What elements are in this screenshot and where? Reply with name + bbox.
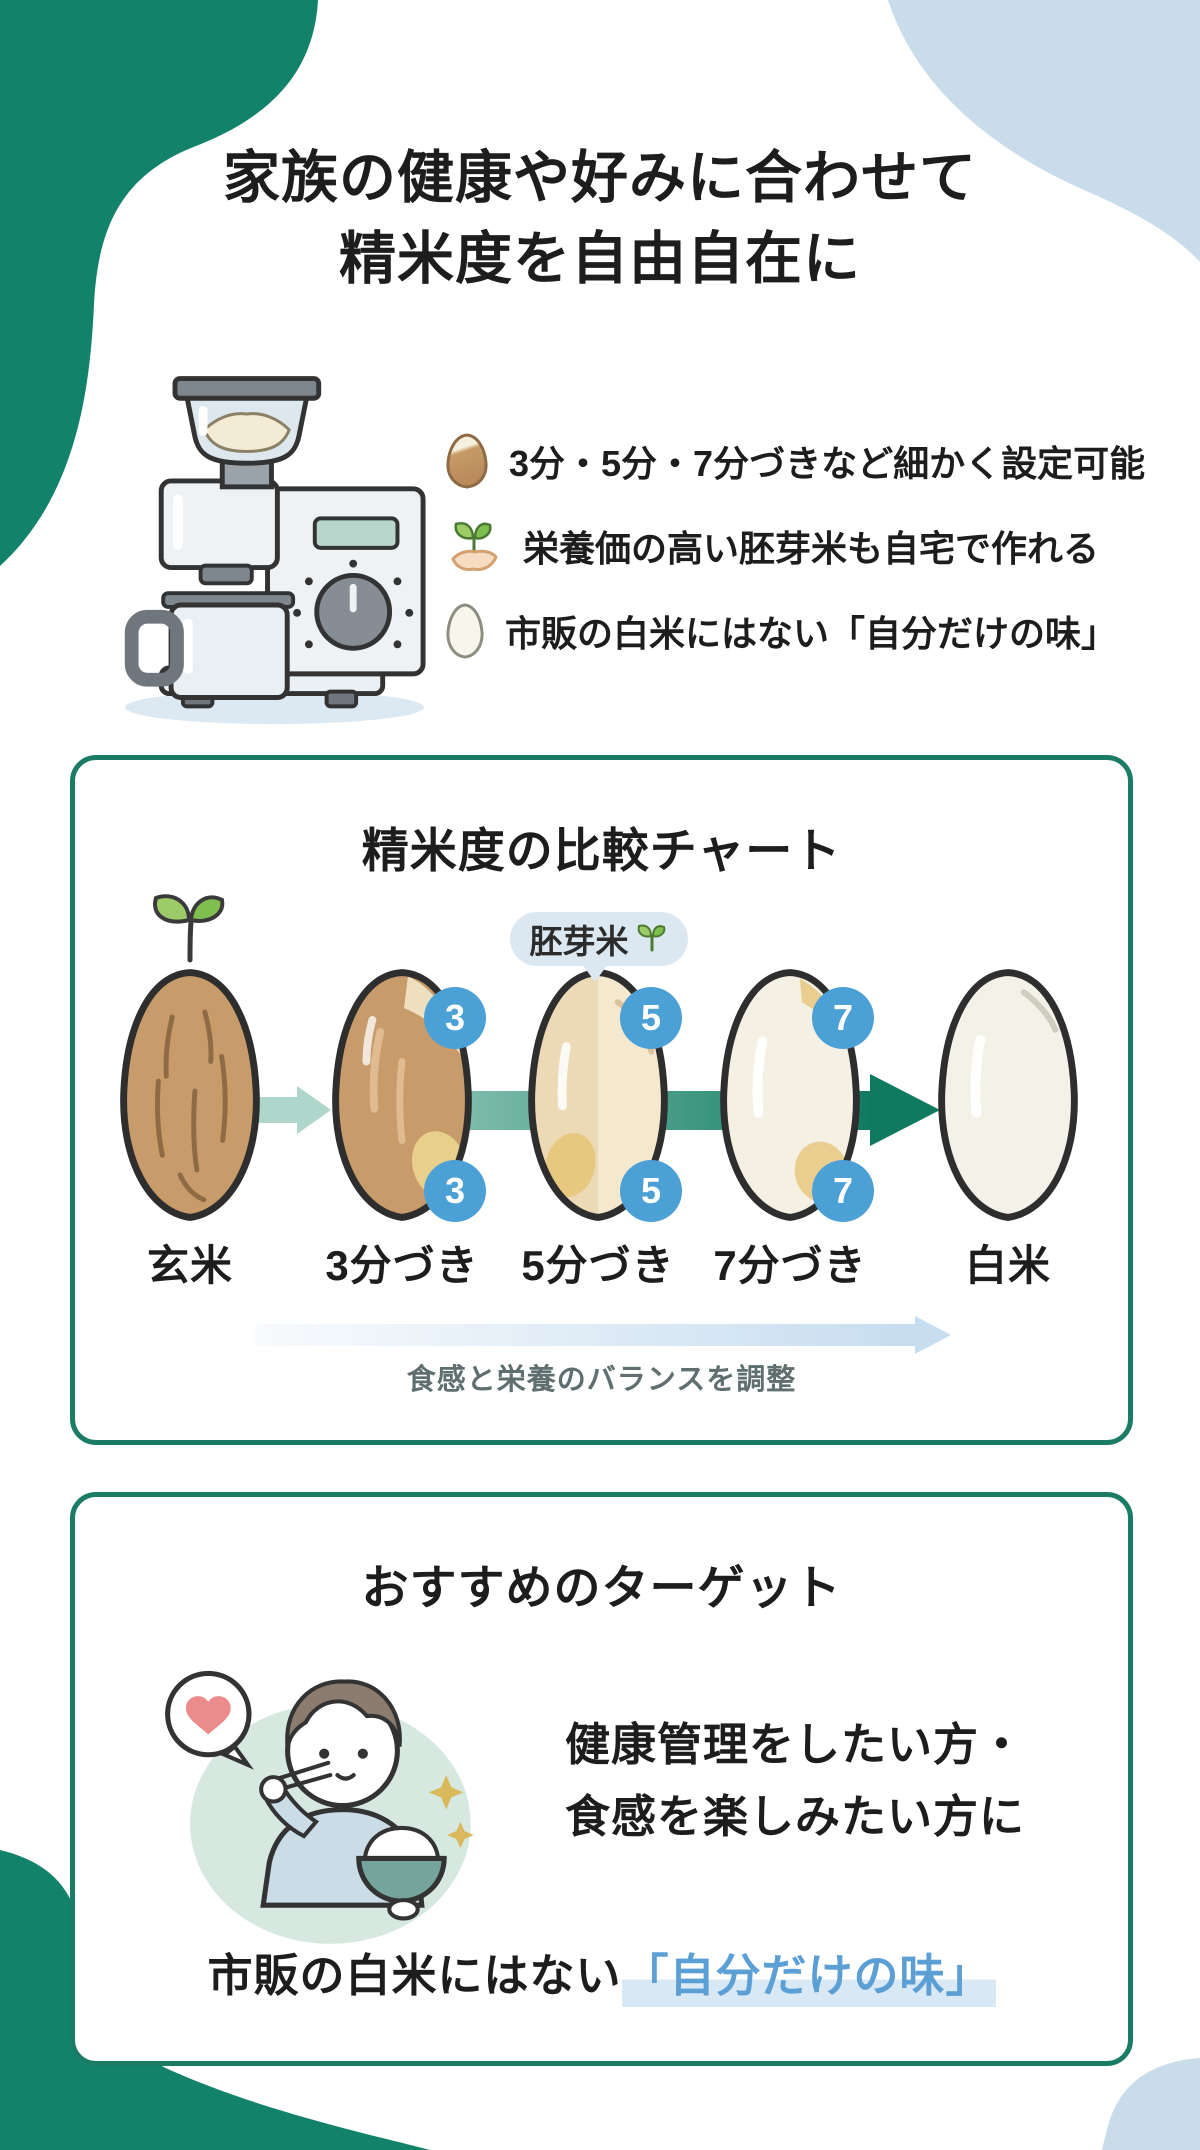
feature-item-germ-rice: 栄養価の高い胚芽米も自宅で作れる	[445, 517, 1105, 575]
sprout-icon	[637, 924, 665, 952]
rice-in-bowl	[362, 1825, 441, 1861]
target-title: おすすめのターゲット	[361, 1561, 842, 1614]
sprout-icon	[153, 894, 225, 963]
germ-rice-tag-label: 胚芽米	[529, 923, 629, 960]
page-title: 家族の健康や好みに合わせて 精米度を自由自在に	[0, 138, 1200, 300]
milling-degree-badge: 7	[812, 987, 874, 1049]
corner-blob-bottom-right	[1102, 2058, 1200, 2150]
corner-blob-top-left	[0, 0, 318, 566]
machine-display	[312, 516, 400, 550]
hand-with-sprout-icon	[445, 519, 503, 573]
milling-degree-badge: 7	[812, 1160, 874, 1222]
sparkle-icon	[428, 1775, 464, 1810]
step-arrow-icon	[253, 1086, 331, 1134]
feature-item-own-taste: 市販の白米にはない「自分だけの味」	[445, 602, 1117, 660]
recommended-target-panel: おすすめのターゲット 健康管理をしたい方・ 食感を楽しみたい方に 市販の白米には…	[70, 1492, 1133, 2066]
page-title-line2: 精米度を自由自在に	[339, 226, 861, 291]
feature-text: 市販の白米にはない「自分だけの味」	[505, 613, 1118, 654]
feature-list: 3分・5分・7分づきなど細かく設定可能 栄養価の高い胚芽米も自宅で作れる 市販の…	[445, 432, 1145, 687]
target-description-line1: 健康管理をしたい方・	[564, 1719, 1025, 1770]
feature-text: 3分・5分・7分づきなど細かく設定可能	[509, 443, 1146, 484]
rice-grain-genmai	[111, 962, 269, 1230]
page-title-line1: 家族の健康や好みに合わせて	[223, 146, 977, 210]
hair	[285, 1679, 402, 1748]
person-eating-rice-icon	[165, 1670, 474, 1944]
closing-line: 市販の白米にはない「自分だけの味」	[75, 1939, 1128, 2007]
balance-axis-arrow-icon	[255, 1316, 951, 1354]
white-grain-icon	[445, 602, 485, 660]
stage-label-genmai: 玄米	[146, 1242, 233, 1289]
sparkle-icon	[447, 1821, 474, 1849]
milling-degree-badge: 3	[424, 1160, 486, 1222]
corner-blob-top-right	[888, 0, 1200, 262]
chart-title: 精米度の比較チャート	[361, 824, 842, 877]
corner-blob-bottom-left	[0, 1850, 430, 2150]
rice-milling-machine-icon	[124, 376, 426, 725]
half-milled-grain-icon	[445, 432, 489, 490]
feature-item-settings: 3分・5分・7分づきなど細かく設定可能	[445, 432, 1145, 490]
target-description: 健康管理をしたい方・ 食感を楽しみたい方に	[465, 1709, 1125, 1853]
stage-label-5bu: 5分づき	[521, 1242, 675, 1289]
closing-highlight: 「自分だけの味」	[621, 1950, 996, 2007]
germ-rice-tag: 胚芽米	[510, 912, 688, 982]
milling-comparison-panel: 精米度の比較チャート 胚芽米	[70, 755, 1133, 1445]
milling-degree-badge: 5	[620, 1160, 682, 1222]
target-description-line2: 食感を楽しみたい方に	[564, 1791, 1025, 1842]
chart-axis-caption: 食感と栄養のバランスを調整	[406, 1364, 797, 1396]
stage-label-hakumai: 白米	[964, 1242, 1051, 1289]
closing-prefix: 市販の白米にはない	[207, 1950, 622, 2001]
milling-degree-badge: 3	[424, 987, 486, 1049]
feature-text: 栄養価の高い胚芽米も自宅で作れる	[523, 528, 1100, 569]
stage-label-7bu: 7分づき	[713, 1242, 867, 1289]
rice-grain-hakumai	[929, 962, 1087, 1230]
milling-progress-arrowhead-icon	[870, 1074, 940, 1146]
rice-in-hopper	[202, 412, 291, 453]
stage-label-3bu: 3分づき	[325, 1242, 479, 1289]
heart-icon	[185, 1696, 231, 1735]
milling-degree-badge: 5	[620, 987, 682, 1049]
